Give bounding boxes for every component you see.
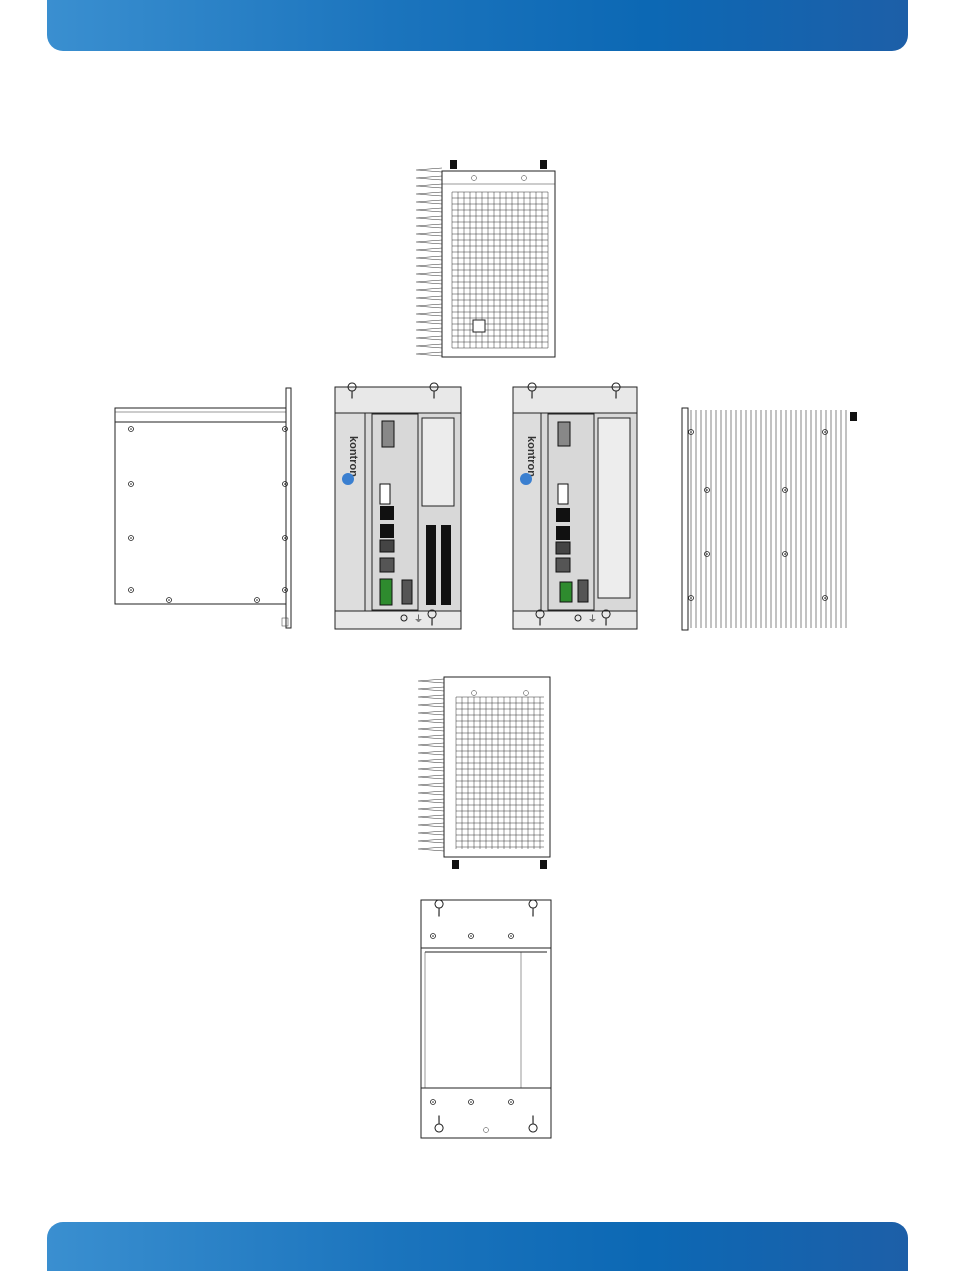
antenna-connector-icon xyxy=(540,160,547,169)
antenna-connector-icon xyxy=(450,160,457,169)
bottom-view-drawing xyxy=(414,675,559,871)
keyhole-icon xyxy=(529,1116,537,1132)
serial-port-icon xyxy=(382,421,394,447)
heatsink-fins xyxy=(418,679,444,851)
heatsink-fins xyxy=(691,410,846,628)
vent-grid xyxy=(452,192,548,348)
heatsink-fins xyxy=(416,168,442,356)
svg-text:⏚: ⏚ xyxy=(588,614,597,624)
kontron-logo-icon xyxy=(342,473,354,485)
lan-port-icon xyxy=(380,540,394,552)
keyhole-icon xyxy=(435,900,443,916)
keyhole-icon xyxy=(529,900,537,916)
usb-port-icon xyxy=(380,506,394,520)
front-view-with-expansion-drawing: kontron ⏚ xyxy=(334,386,462,630)
antenna-connector-icon xyxy=(850,412,857,421)
rear-view-drawing xyxy=(419,898,553,1140)
top-view-drawing xyxy=(412,156,557,362)
ground-icon: ⏚ xyxy=(414,614,423,624)
front-view-standard-drawing: kontron ⏚ xyxy=(512,386,638,630)
brand-logo: kontron xyxy=(525,436,537,477)
hdmi-port-icon xyxy=(380,484,390,504)
vent-grid xyxy=(456,697,544,849)
brand-logo: kontron xyxy=(347,436,359,477)
header-band xyxy=(47,0,908,51)
left-side-view-drawing xyxy=(113,386,293,632)
lan-port-icon xyxy=(380,558,394,572)
right-side-view-drawing xyxy=(679,386,861,632)
power-connector-icon xyxy=(380,579,392,605)
usb-port-icon xyxy=(380,524,394,538)
port-icon xyxy=(473,320,485,332)
serial-port-icon xyxy=(402,580,412,604)
keyhole-icon xyxy=(435,1116,443,1132)
footer-band xyxy=(47,1222,908,1271)
